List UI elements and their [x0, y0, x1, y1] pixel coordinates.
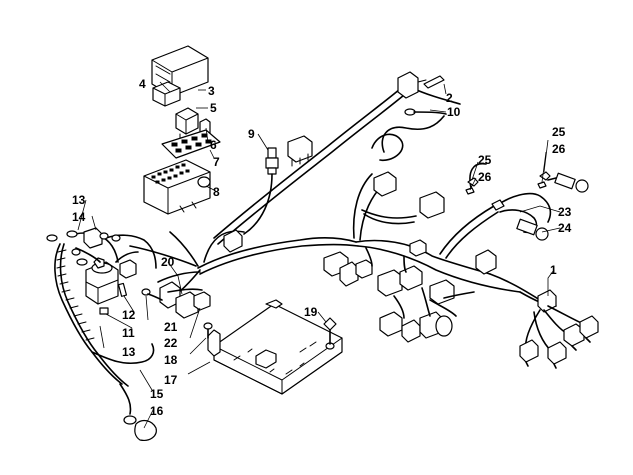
callout-16: 16 [150, 404, 164, 418]
callout-4: 4 [139, 77, 146, 91]
harness-left-connectors [147, 281, 211, 319]
callout-labels: 1 2 3 4 5 6 7 8 9 10 11 12 13 13 14 15 1… [72, 77, 572, 418]
right-harness-branch [489, 273, 599, 369]
callout-13-bottom: 13 [122, 345, 136, 359]
mounting-plate [207, 299, 343, 395]
speed-sensor [243, 147, 279, 235]
callout-9: 9 [248, 127, 255, 141]
callout-2: 2 [446, 91, 453, 105]
callout-24: 24 [558, 221, 572, 235]
callout-8: 8 [213, 185, 220, 199]
callout-18: 18 [164, 353, 178, 367]
callout-15: 15 [150, 387, 164, 401]
wire-clip [197, 176, 211, 188]
callout-26-left: 26 [478, 170, 492, 184]
fuse-strip [161, 129, 221, 159]
callout-7: 7 [213, 155, 220, 169]
screw [203, 322, 213, 339]
temperature-sensors [465, 162, 589, 241]
callout-13-top: 13 [72, 193, 86, 207]
battery-cables [46, 230, 157, 441]
callout-17: 17 [164, 373, 178, 387]
callout-21: 21 [164, 320, 178, 334]
callout-5: 5 [210, 101, 217, 115]
callout-25-left: 25 [478, 153, 492, 167]
callout-14: 14 [72, 210, 86, 224]
callout-25-right: 25 [552, 125, 566, 139]
harness-connectors [223, 71, 497, 343]
callout-22: 22 [164, 336, 178, 350]
fuse-relay-box [143, 159, 211, 215]
callout-10: 10 [447, 105, 461, 119]
callout-19: 19 [304, 305, 318, 319]
callout-12: 12 [122, 308, 136, 322]
callout-11: 11 [122, 326, 135, 340]
callout-26-right: 26 [552, 142, 566, 156]
callout-20: 20 [161, 255, 175, 269]
callout-6: 6 [210, 138, 217, 152]
push-pin [323, 317, 337, 345]
fuse-block-small [152, 81, 181, 107]
callout-23: 23 [558, 205, 572, 219]
callout-3: 3 [208, 84, 215, 98]
leader-lines [77, 81, 561, 429]
ground-wire [381, 108, 447, 153]
callout-1: 1 [550, 263, 557, 277]
starter-solenoid [85, 257, 119, 305]
terminal-boots [83, 227, 151, 315]
